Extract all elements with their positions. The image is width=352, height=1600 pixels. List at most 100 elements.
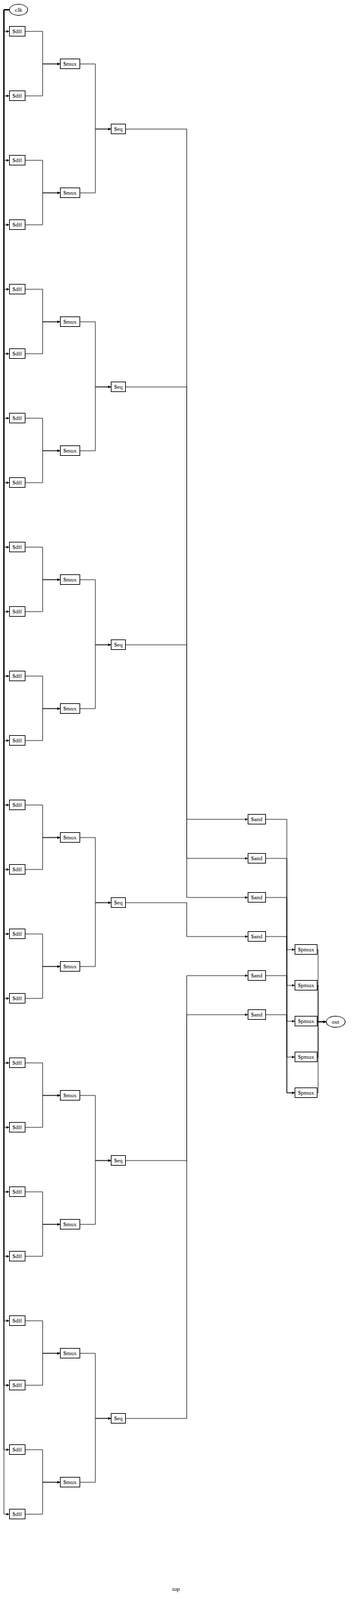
wire [3,9,10,742]
cell-label: $dff [12,286,23,293]
wire [3,9,10,161]
cell-label: $dff [12,673,23,680]
wire [25,838,60,871]
cell-box: $and [247,893,266,904]
cell-label: $mux [63,1222,77,1229]
wire [25,967,60,1000]
cell-label: $dff [12,931,23,939]
cell-box: $dff [9,542,26,553]
wire [125,1015,248,1420]
cell-label: $dff [12,866,23,874]
wire [80,387,111,452]
cell-box: $dff [9,155,26,166]
wire [25,580,60,613]
cell-label: $dff [12,1383,23,1390]
wire [3,9,10,484]
wire [317,950,326,1023]
cell-box: $dff [9,994,26,1005]
cell-label: $eq [114,642,123,649]
cell-label: $mux [63,1093,77,1100]
port-ellipse: clk [9,3,29,16]
wire [25,31,60,64]
cell-label: $and [250,934,263,941]
wire [265,859,296,987]
wire [3,9,10,1129]
cell-box: $dff [9,606,26,618]
wire [3,9,10,871]
cell-box: $dff [9,90,26,102]
cell-label: $mux [63,964,77,971]
cell-label: $pmux [297,982,315,990]
wire [80,838,111,904]
cell-box: $eq [110,640,126,651]
cell-label: $and [250,894,263,902]
wire [3,9,10,677]
cell-label: $mux [63,705,77,713]
cell-box: $and [247,971,266,982]
cell-label: $mux [63,60,77,68]
cell-label: $dff [12,1447,23,1455]
cell-label: $dff [12,350,23,358]
cell-label: $eq [114,900,123,907]
wire [25,1354,60,1387]
cell-label: $eq [114,1158,123,1165]
wire [3,9,10,1064]
wire [80,1096,111,1162]
cell-label: $eq [114,1416,123,1423]
cell-label: $dff [12,802,23,809]
cell-box: $mux [59,1349,81,1360]
wire [80,580,111,646]
cell-box: $mux [59,1478,81,1489]
cell-label: $dff [12,415,23,422]
wire [80,903,111,968]
cell-label: clk [14,6,23,14]
wire [3,9,10,1258]
wire [265,820,296,951]
cell-box: $mux [59,833,81,844]
cell-label: $eq [114,125,123,133]
wire [3,9,10,548]
wire [80,63,111,130]
wire [25,934,60,968]
cell-box: $dff [9,1381,26,1392]
cell-label: $dff [12,92,23,100]
cell-box: $dff [9,929,26,940]
wire [25,1096,60,1129]
graph-name: top [172,1587,180,1594]
cell-label: $dff [12,157,23,164]
cell-box: $pmux [294,945,318,956]
wire [25,1451,60,1484]
cell-label: $mux [63,835,77,842]
wire [25,709,60,742]
cell-box: $mux [59,316,81,328]
cell-box: $dff [9,671,26,682]
cell-label: $and [250,973,263,980]
wire [3,9,10,96]
wire [25,1483,60,1516]
cell-box: $dff [9,1187,26,1199]
cell-box: $mux [59,1091,81,1102]
cell-box: $mux [59,1220,81,1231]
wire [3,9,10,1322]
cell-box: $dff [9,865,26,876]
cell-label: $mux [63,189,77,197]
wire [25,451,60,484]
wire [25,676,60,710]
cell-box: $mux [59,962,81,973]
wire [317,1022,326,1094]
cell-box: $dff [9,1316,26,1328]
wire [25,289,60,323]
cell-box: $eq [110,1156,126,1167]
wire [317,1022,326,1058]
wire [25,1063,60,1097]
cell-box: $dff [9,1445,26,1457]
cell-label: $dff [12,479,23,487]
wire [25,160,60,193]
wire [125,645,248,899]
wire [80,1354,111,1420]
cell-label: $mux [63,318,77,326]
cell-box: $eq [110,381,126,393]
cell-box: $dff [9,219,26,231]
wire [3,9,10,935]
